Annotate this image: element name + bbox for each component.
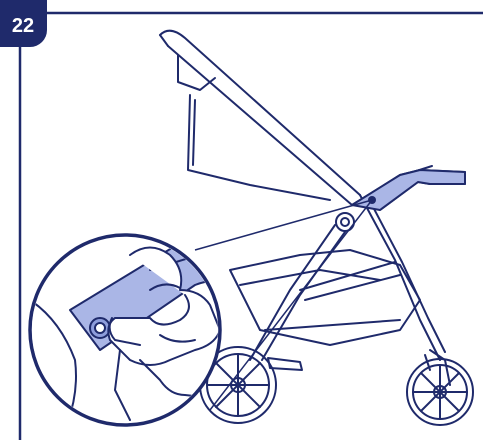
detail-magnifier (20, 234, 240, 440)
step-badge: 22 (0, 0, 47, 47)
step-number: 22 (12, 15, 34, 37)
